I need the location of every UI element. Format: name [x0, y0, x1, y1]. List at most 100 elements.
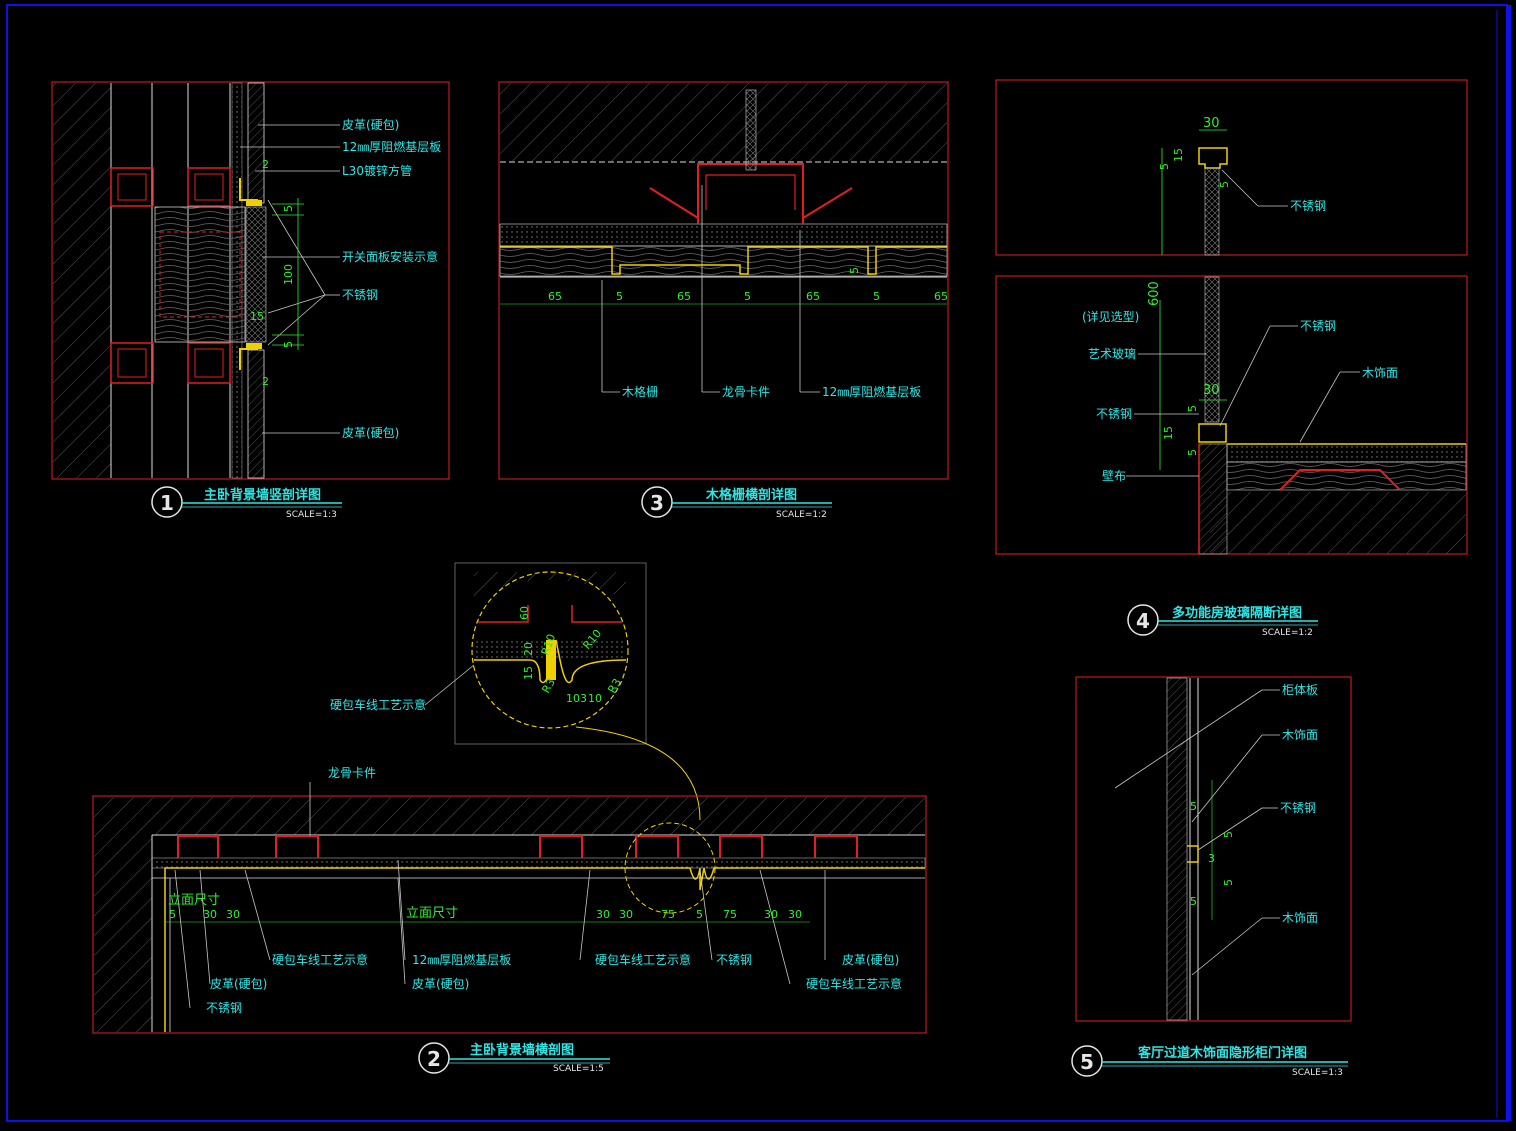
detail-5-panel [1075, 676, 1352, 1022]
detail-2-label-2: 龙骨卡件 [328, 766, 376, 780]
detail-2-dim-8: 75 [723, 908, 737, 921]
detail-3-scale: SCALE=1:2 [776, 510, 827, 520]
detail-3-label-3: 12㎜厚阻燃基层板 [822, 384, 921, 399]
detail-2-label-1: 硬包车线工艺示意 [330, 697, 426, 712]
detail-2-zoom-dim-6: R3 [539, 676, 558, 695]
detail-1-number: 1 [160, 491, 174, 515]
detail-2-dim-3: 30 [226, 908, 240, 921]
detail-3-title: 木格栅横剖详图 [705, 487, 797, 503]
detail-1-scale: SCALE=1:3 [286, 510, 337, 520]
detail-1-title-block [151, 486, 342, 518]
detail-2-label-12: 硬包车线工艺示意 [806, 976, 902, 991]
detail-5-title-block [1071, 1045, 1348, 1077]
detail-2-label-5: 硬包车线工艺示意 [272, 952, 368, 967]
detail-1-title: 主卧背景墙竖剖详图 [204, 487, 321, 503]
detail-2-label-9: 皮革(硬包) [842, 953, 899, 967]
detail-1-dim-5: 5 [282, 341, 295, 348]
detail-1-dim-4: 15 [250, 310, 264, 323]
detail-4-dim-5: 600 [1147, 281, 1162, 306]
detail-4-number: 4 [1136, 609, 1150, 633]
detail-5-number: 5 [1080, 1050, 1094, 1074]
detail-4-dim-1: 30 [1203, 116, 1220, 131]
detail-3-dim-8: 5 [848, 267, 861, 274]
detail-3-dim-1: 65 [548, 290, 562, 303]
detail-3-panel [498, 81, 949, 480]
detail-4-dim-7: 5 [1186, 405, 1199, 412]
detail-1-dim-3: 100 [282, 264, 295, 285]
detail-3-dim-7: 65 [934, 290, 948, 303]
detail-3-dim-4: 5 [744, 290, 751, 303]
detail-3-dim-5: 65 [806, 290, 820, 303]
detail-2-zoom-dim-2: 20 [522, 642, 535, 656]
detail-5-label-4: 木饰面 [1282, 911, 1318, 925]
detail-3-title-block [641, 486, 832, 518]
detail-2-dim-4: 30 [596, 908, 610, 921]
detail-2-zoom-dim-10: 10 [588, 692, 602, 705]
detail-4-label-4: 不锈钢 [1096, 407, 1132, 421]
detail-4-label-3: 艺术玻璃 [1088, 347, 1136, 361]
detail-2-title: 主卧背景墙横剖图 [470, 1042, 574, 1058]
detail-4-title: 多功能房玻璃隔断详图 [1172, 605, 1302, 621]
detail-1-label-2: 12㎜厚阻燃基层板 [342, 139, 441, 154]
detail-2-dim-7: 5 [696, 908, 703, 921]
detail-2-label-6: 12㎜厚阻燃基层板 [412, 952, 511, 967]
detail-3-dim-2: 5 [616, 290, 623, 303]
detail-4-dim-2: 5 [1158, 163, 1171, 170]
detail-2-dim-9: 30 [764, 908, 778, 921]
detail-2-scale: SCALE=1:5 [553, 1064, 604, 1074]
detail-5-label-2: 木饰面 [1282, 728, 1318, 742]
detail-1-label-4: 开关面板安装示意 [342, 249, 438, 264]
detail-1-label-6: 皮革(硬包) [342, 426, 399, 440]
detail-2-zoom-dim-7: R3 [605, 676, 624, 695]
detail-5-dim-4: 5 [1222, 879, 1235, 886]
detail-1-panel [51, 81, 450, 480]
detail-4-dim-6: 30 [1203, 383, 1220, 398]
detail-1-label-1: 皮革(硬包) [342, 118, 399, 132]
detail-5-label-1: 柜体板 [1282, 683, 1318, 697]
detail-2-zoom-dim-9: 3 [580, 692, 587, 705]
detail-4-dim-9: 5 [1186, 449, 1199, 456]
detail-2-zoom-dim-5: 15 [522, 666, 535, 680]
detail-5-dim-5: 5 [1190, 895, 1197, 908]
detail-1-dim-1: 2 [262, 158, 269, 171]
detail-5-label-3: 不锈钢 [1280, 801, 1316, 815]
detail-2-label-11: 皮革(硬包) [412, 977, 469, 991]
detail-2-dim-6: 75 [661, 908, 675, 921]
detail-2-dim-1: 5 [169, 908, 176, 921]
detail-4-scale: SCALE=1:2 [1262, 628, 1313, 638]
detail-5-dim-3: 3 [1208, 852, 1215, 865]
detail-4-label-6: 不锈钢 [1300, 319, 1336, 333]
detail-2-label-13: 不锈钢 [206, 1001, 242, 1015]
detail-4-title-block [1127, 604, 1318, 636]
detail-2-zoom-bubble [424, 562, 701, 821]
detail-2-label-3: 立面尺寸 [168, 893, 220, 908]
detail-4-panel-bottom [995, 275, 1468, 555]
detail-1-dim-2: 5 [282, 205, 295, 212]
detail-2-panel [92, 782, 927, 1034]
detail-2-dim-5: 30 [619, 908, 633, 921]
detail-1-label-5: 不锈钢 [342, 288, 378, 302]
detail-3-label-2: 龙骨卡件 [722, 385, 770, 399]
detail-2-dim-2: 30 [203, 908, 217, 921]
detail-2-zoom-dim-8: 10 [566, 692, 580, 705]
detail-2-label-7: 硬包车线工艺示意 [595, 952, 691, 967]
detail-3-dim-3: 65 [677, 290, 691, 303]
detail-4-dim-8: 15 [1162, 426, 1175, 440]
detail-2-title-block [418, 1042, 610, 1074]
detail-2-number: 2 [427, 1047, 441, 1071]
detail-2-label-4: 立面尺寸 [406, 906, 458, 921]
detail-2-label-8: 不锈钢 [716, 953, 752, 967]
detail-4-label-7: 壁布 [1102, 468, 1126, 483]
detail-3-dim-6: 5 [873, 290, 880, 303]
detail-4-label-1: 不锈钢 [1290, 199, 1326, 213]
detail-5-dim-1: 5 [1190, 800, 1197, 813]
detail-5-dim-2: 5 [1222, 831, 1235, 838]
detail-5-title: 客厅过道木饰面隐形柜门详图 [1138, 1045, 1307, 1061]
detail-4-dim-4: 5 [1218, 181, 1231, 188]
detail-5-scale: SCALE=1:3 [1292, 1068, 1343, 1078]
detail-1-dim-6: 2 [262, 375, 269, 388]
detail-3-number: 3 [650, 491, 664, 515]
detail-2-zoom-dim-1: 60 [518, 606, 531, 620]
detail-4-dim-3: 15 [1172, 148, 1185, 162]
